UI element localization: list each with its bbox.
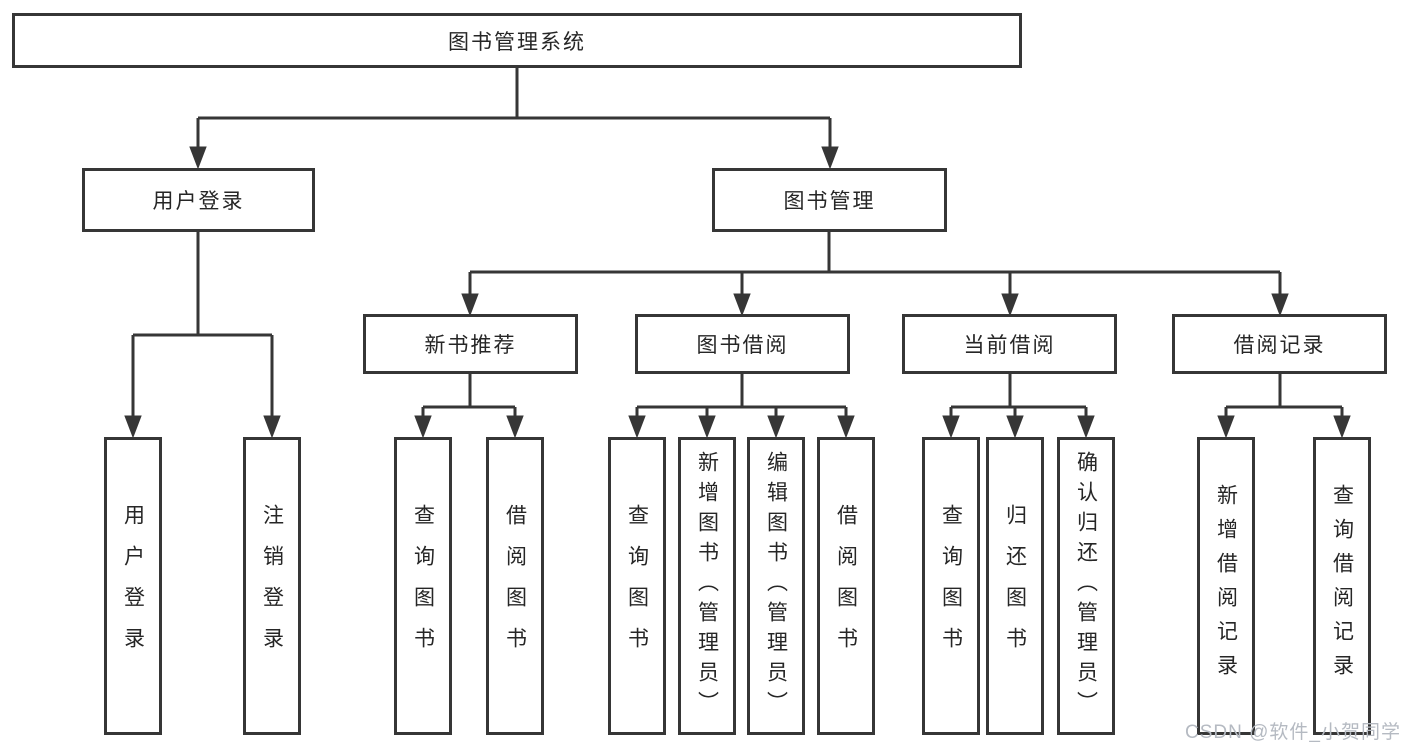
leaf-logout: 注销登录 (243, 437, 301, 735)
node-book-borrowing: 图书借阅 (635, 314, 850, 374)
leaf-newbook-query-books-label: 查询图书 (411, 504, 435, 668)
leaf-records-query-record-label: 查询借阅记录 (1330, 484, 1354, 688)
arrowhead-icon (767, 415, 785, 439)
arrowhead-icon (1333, 415, 1351, 439)
leaf-records-add-record: 新增借阅记录 (1197, 437, 1255, 735)
leaf-borrowing-borrow-books-label: 借阅图书 (834, 504, 858, 668)
arrowhead-icon (698, 415, 716, 439)
connector-book-management (468, 232, 1282, 311)
arrowhead-icon (837, 415, 855, 439)
connector-borrowing (635, 373, 848, 433)
arrowhead-icon (263, 415, 281, 439)
node-borrowing-records: 借阅记录 (1172, 314, 1387, 374)
arrowhead-icon (461, 293, 479, 317)
leaf-borrowing-add-books-admin-label: 新增图书（管理员） (695, 451, 719, 721)
connector-user-login (131, 232, 274, 433)
leaf-user-login-label: 用户登录 (121, 504, 145, 668)
leaf-current-return-books-label: 归还图书 (1003, 504, 1027, 668)
leaf-current-query-books-label: 查询图书 (939, 504, 963, 668)
node-user-login: 用户登录 (82, 168, 315, 232)
leaf-borrowing-query-books: 查询图书 (608, 437, 666, 735)
connector-records (1224, 373, 1344, 433)
arrowhead-icon (1271, 293, 1289, 317)
arrowhead-icon (124, 415, 142, 439)
leaf-current-return-books: 归还图书 (986, 437, 1044, 735)
arrowhead-icon (1217, 415, 1235, 439)
arrowhead-icon (506, 415, 524, 439)
arrowhead-icon (733, 293, 751, 317)
leaf-records-add-record-label: 新增借阅记录 (1214, 484, 1238, 688)
leaf-borrowing-edit-books-admin: 编辑图书（管理员） (747, 437, 805, 735)
leaf-newbook-borrow-books-label: 借阅图书 (503, 504, 527, 668)
leaf-current-confirm-return-admin: 确认归还（管理员） (1057, 437, 1115, 735)
leaf-borrowing-edit-books-admin-label: 编辑图书（管理员） (764, 451, 788, 721)
arrowhead-icon (189, 146, 207, 170)
arrowhead-icon (1001, 293, 1019, 317)
leaf-borrowing-add-books-admin: 新增图书（管理员） (678, 437, 736, 735)
connector-new-book (421, 373, 517, 433)
arrowhead-icon (1006, 415, 1024, 439)
arrowhead-icon (1077, 415, 1095, 439)
arrowheads (124, 146, 1351, 439)
leaf-user-login: 用户登录 (104, 437, 162, 735)
node-book-management: 图书管理 (712, 168, 947, 232)
watermark: CSDN @软件_小贺同学 (1185, 722, 1401, 743)
arrowhead-icon (628, 415, 646, 439)
arrowhead-icon (821, 146, 839, 170)
leaf-current-query-books: 查询图书 (922, 437, 980, 735)
node-root-system: 图书管理系统 (12, 13, 1022, 68)
node-new-book-recommendation: 新书推荐 (363, 314, 578, 374)
arrowhead-icon (414, 415, 432, 439)
connector-root (196, 68, 832, 164)
node-current-borrowing: 当前借阅 (902, 314, 1117, 374)
leaf-newbook-borrow-books: 借阅图书 (486, 437, 544, 735)
leaf-borrowing-borrow-books: 借阅图书 (817, 437, 875, 735)
leaf-current-confirm-return-admin-label: 确认归还（管理员） (1074, 451, 1098, 721)
leaf-borrowing-query-books-label: 查询图书 (625, 504, 649, 668)
leaf-logout-label: 注销登录 (260, 504, 284, 668)
leaf-newbook-query-books: 查询图书 (394, 437, 452, 735)
leaf-records-query-record: 查询借阅记录 (1313, 437, 1371, 735)
arrowhead-icon (942, 415, 960, 439)
